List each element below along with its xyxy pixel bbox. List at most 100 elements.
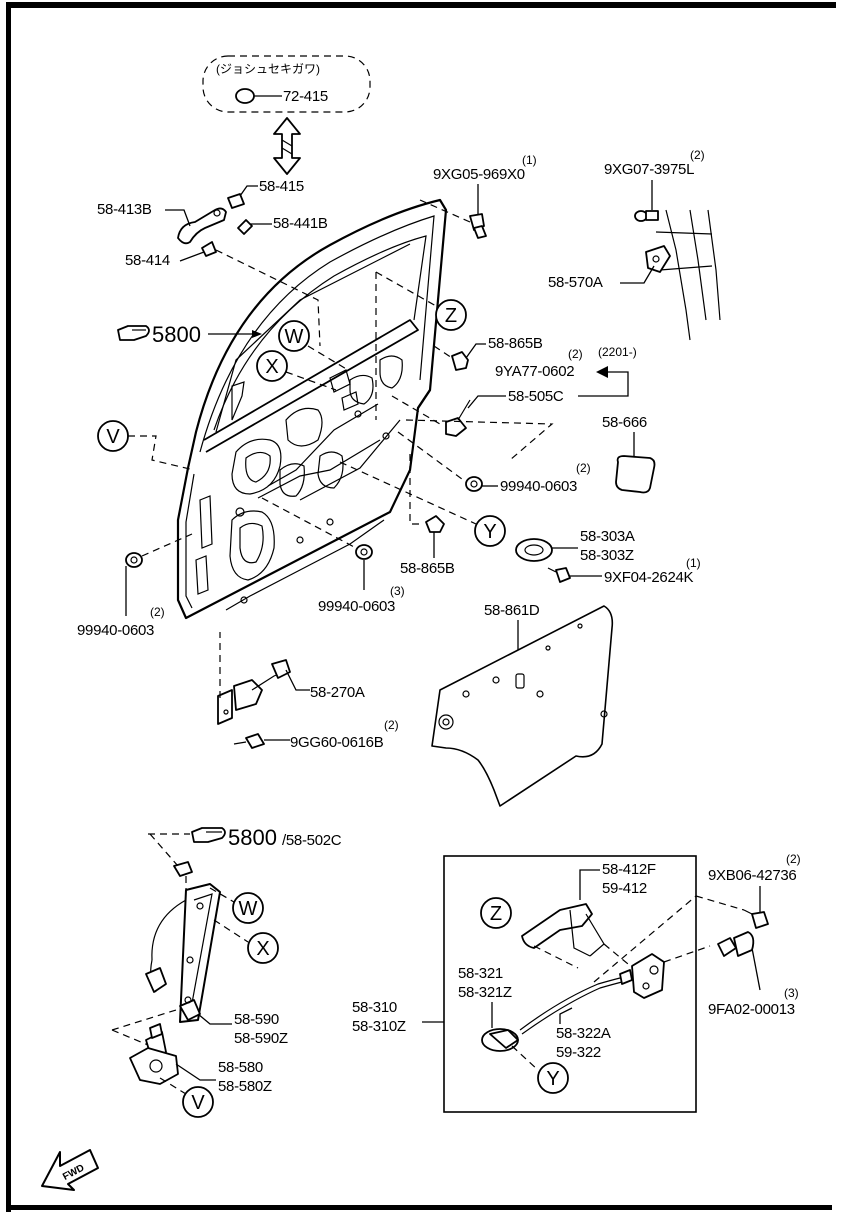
svg-text:V: V <box>191 1092 205 1114</box>
clip-58-865B-lower-icon <box>425 515 445 533</box>
callout-w-bottom: W <box>232 892 264 924</box>
label-59-412: 59-412 <box>602 880 647 897</box>
label-58-321Z: 58-321Z <box>458 984 512 1001</box>
label-99940-center: 99940-0603 <box>318 598 395 615</box>
label-9XG05: 9XG05-969X0 <box>433 166 525 183</box>
callout-v-top: V <box>97 420 129 452</box>
qty-9GG60: (2) <box>384 718 399 732</box>
body-pillar-outline <box>655 209 721 341</box>
callout-x-top: X <box>256 350 288 382</box>
clip-58-415-icon <box>227 193 245 209</box>
nut-99940-center-icon <box>355 544 373 560</box>
qty-9XF04: (1) <box>686 556 701 570</box>
clip-58-865B-upper-icon <box>451 351 469 371</box>
passenger-side-note: (ジョシュセキガワ) <box>216 62 320 76</box>
label-58-415: 58-415 <box>259 178 304 195</box>
latch-assembly-box <box>443 855 697 1113</box>
label-58-310Z: 58-310Z <box>352 1018 406 1035</box>
door-checker-58-270A-icon <box>217 659 291 725</box>
screw-9XB06-icon <box>743 909 769 929</box>
passenger-side-bubble <box>202 55 371 113</box>
callout-y-bottom: Y <box>537 1062 569 1094</box>
label-58-505C: 58-505C <box>508 388 564 405</box>
qty-99940-center: (3) <box>390 584 405 598</box>
double-arrow-icon <box>273 117 301 175</box>
bolt-9GG60-icon <box>233 733 265 749</box>
callout-x-bottom: X <box>247 932 279 964</box>
clip-58-441B-icon <box>237 219 253 235</box>
qty-9XG05: (1) <box>522 153 537 167</box>
clip-regulator-top-icon <box>173 861 193 877</box>
label-58-570A: 58-570A <box>548 274 603 291</box>
label-9YA77: 9YA77-0602 <box>495 363 574 380</box>
pad-58-666-icon <box>615 455 656 494</box>
label-9XG07: 9XG07-3975L <box>604 161 694 178</box>
regulator-motor-58-580-icon <box>129 1023 179 1085</box>
window-regulator-58-590-icon <box>145 883 221 1023</box>
screw-9XF04-icon <box>547 567 571 583</box>
label-9GG60: 9GG60-0616B <box>290 734 384 751</box>
door-latch-58-310-icon <box>619 953 665 999</box>
label-58-590: 58-590 <box>234 1011 279 1028</box>
ref-58-502C: /58-502C <box>282 832 342 849</box>
part-72-415-icon <box>235 88 255 104</box>
label-58-310: 58-310 <box>352 999 397 1016</box>
qty-99940-right: (2) <box>576 461 591 475</box>
label-58-303Z: 58-303Z <box>580 547 634 564</box>
callout-w-top: W <box>278 320 310 352</box>
top-border <box>6 2 836 8</box>
hand-pointer-icon-top <box>117 325 150 341</box>
svg-text:V: V <box>106 426 120 448</box>
label-59-322: 59-322 <box>556 1044 601 1061</box>
striker-bolt-9FA02-icon <box>717 931 755 957</box>
bolt-9XG07-icon <box>634 210 659 222</box>
svg-text:W: W <box>285 326 304 348</box>
qty-9XG07: (2) <box>690 148 705 162</box>
label-58-666: 58-666 <box>602 414 647 431</box>
ref-5800-top: 5800 <box>152 322 201 347</box>
note-9YA77: (2201-) <box>598 345 637 359</box>
bolt-58-505C-icon <box>445 399 471 437</box>
hinge-58-570A-icon <box>645 245 671 273</box>
svg-text:X: X <box>256 938 269 960</box>
svg-text:Y: Y <box>483 521 496 543</box>
qty-9XB06: (2) <box>786 852 801 866</box>
qty-99940-left: (2) <box>150 605 165 619</box>
label-99940-right: 99940-0603 <box>500 478 577 495</box>
front-door-frame <box>176 198 448 620</box>
label-58-865B-lower: 58-865B <box>400 560 455 577</box>
label-58-580: 58-580 <box>218 1059 263 1076</box>
ref-5800-bottom: 5800 <box>228 825 277 850</box>
label-58-321: 58-321 <box>458 965 503 982</box>
label-9XF04: 9XF04-2624K <box>604 569 694 586</box>
callout-z-top: Z <box>435 299 467 331</box>
label-58-322A: 58-322A <box>556 1025 611 1042</box>
label-99940-left: 99940-0603 <box>77 622 154 639</box>
label-9XB06: 9XB06-42736 <box>708 867 796 884</box>
label-58-303A: 58-303A <box>580 528 635 545</box>
callout-v-bottom: V <box>182 1086 214 1118</box>
sealing-screen-58-861D-icon <box>431 605 614 807</box>
svg-text:Z: Z <box>445 305 457 327</box>
bottom-border <box>6 1205 832 1210</box>
label-58-441B: 58-441B <box>273 215 328 232</box>
label-58-413B: 58-413B <box>97 201 152 218</box>
label-58-414: 58-414 <box>125 252 170 269</box>
nut-99940-left-icon <box>125 552 143 568</box>
qty-9YA77: (2) <box>568 347 583 361</box>
label-58-865B-upper: 58-865B <box>488 335 543 352</box>
bolt-9XG05-icon <box>469 213 487 239</box>
label-58-590Z: 58-590Z <box>234 1030 288 1047</box>
callout-z-bottom: Z <box>480 897 512 929</box>
svg-text:Z: Z <box>490 903 502 925</box>
bezel-58-303A-icon <box>515 538 553 562</box>
qty-9FA02: (3) <box>784 986 799 1000</box>
svg-text:X: X <box>265 356 278 378</box>
inner-handle-58-412F-icon <box>521 903 605 957</box>
inner-handle-58-321-icon <box>481 1028 519 1052</box>
label-58-861D: 58-861D <box>484 602 540 619</box>
label-58-270A: 58-270A <box>310 684 365 701</box>
hand-pointer-icon-bottom <box>191 827 226 843</box>
svg-text:Y: Y <box>546 1068 559 1090</box>
